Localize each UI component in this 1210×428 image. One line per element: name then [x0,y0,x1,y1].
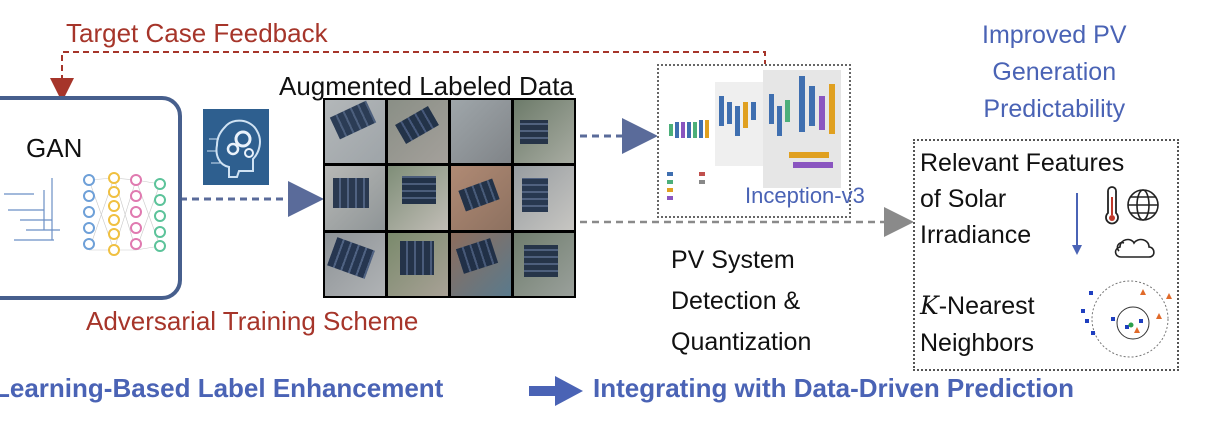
gan-network-illustration [4,172,166,256]
solar-roof-image [451,166,511,230]
solar-roof-image [514,232,574,296]
inception-diagram-box [657,64,851,218]
improved-pv-label: Improved PV Generation Predictability [982,17,1127,128]
knn-symbol: K [920,291,939,320]
thermometer-icon [1105,186,1119,225]
pv-detection-label: PV System Detection & Quantization [671,240,811,363]
pv-detect-line: PV System [671,246,795,274]
cloud-icon [1114,238,1155,258]
gan-box [0,96,182,300]
relevant-line: of Solar [920,185,1007,213]
augmented-data-title: Augmented Labeled Data [279,71,574,101]
inception-label: Inception-v3 [745,183,865,208]
globe-icon [1127,189,1159,221]
down-arrow-icon [1072,193,1082,255]
feedback-label: Target Case Feedback [66,18,328,48]
knn-line1: -Nearest [938,292,1035,320]
augmented-image-grid [323,98,576,298]
relevant-features-label: Relevant Features of Solar Irradiance [920,145,1124,253]
bottom-right-caption: Integrating with Data-Driven Prediction [593,373,1075,403]
bottom-transition-arrow [529,376,583,406]
brain-gears-icon [203,109,269,185]
knn-label: K-Nearest Neighbors [920,287,1035,362]
solar-roof-image [451,100,511,164]
knn-scatter-illustration [1081,280,1172,358]
relevant-line: Irradiance [920,221,1032,249]
improved-line: Predictability [983,95,1126,123]
feedback-arrow [50,51,766,102]
solar-roof-image [325,100,385,164]
knn-line: K-Nearest [920,287,1035,325]
features-illustrations [1072,186,1172,358]
adversarial-training-label: Adversarial Training Scheme [86,306,419,336]
inception-architecture-illustration [667,70,841,200]
solar-roof-image [514,166,574,230]
network-graph [83,172,166,256]
pv-detect-line: Quantization [671,328,812,356]
solar-roof-image [325,166,385,230]
improved-line: Improved PV [982,21,1127,49]
solar-roof-image [388,232,448,296]
solar-roof-image [451,232,511,296]
bottom-left-caption: Learning-Based Label Enhancement [0,373,444,403]
pv-detect-line: Detection & [671,287,801,315]
solar-roof-image [388,100,448,164]
solar-roof-image [388,166,448,230]
gan-label: GAN [26,133,83,163]
relevant-line: Relevant Features [920,149,1125,177]
features-box [913,139,1179,371]
knn-line: Neighbors [920,329,1034,357]
solar-roof-image [514,100,574,164]
solar-roof-image [325,232,385,296]
improved-line: Generation [992,58,1117,86]
